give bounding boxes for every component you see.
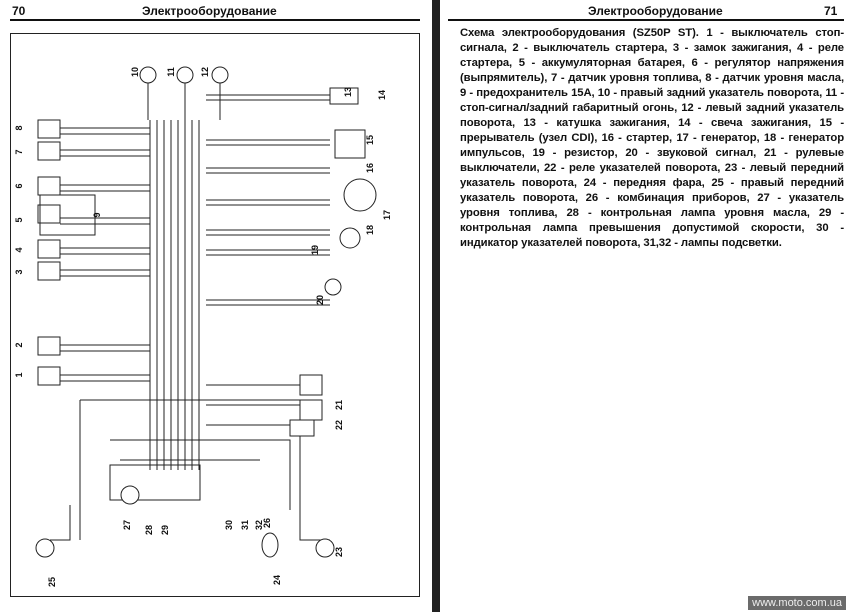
component-label: 5 — [14, 217, 24, 222]
component-label: 11 — [166, 67, 176, 77]
component-label: 12 — [200, 67, 210, 77]
page-number: 71 — [824, 4, 838, 18]
lamp-icon — [35, 538, 55, 558]
header-rule — [448, 19, 844, 21]
component-label: 13 — [343, 87, 353, 97]
component-label: 6 — [14, 183, 24, 188]
starter-motor-icon — [339, 227, 361, 249]
component-label: 24 — [272, 575, 282, 585]
component-label: 10 — [130, 67, 140, 77]
lamp-icon — [139, 66, 157, 84]
component-label: 9 — [92, 212, 102, 217]
component-label: 15 — [365, 135, 375, 145]
component-label: 31 — [240, 520, 250, 530]
component-box — [37, 176, 61, 196]
right-page: Электрооборудование 71 Схема электрообор… — [440, 0, 850, 612]
running-title: Электрооборудование — [588, 4, 723, 18]
lamp-icon — [211, 66, 229, 84]
lamp-icon — [315, 538, 335, 558]
component-label: 32 — [254, 520, 264, 530]
component-label: 22 — [334, 420, 344, 430]
component-label: 17 — [382, 210, 392, 220]
lamp-icon — [176, 66, 194, 84]
ignition-coil-box — [329, 87, 359, 105]
component-label: 28 — [144, 525, 154, 535]
watermark: www.moto.com.ua — [748, 596, 846, 610]
wire — [50, 505, 330, 541]
component-label: 7 — [14, 149, 24, 154]
battery-box — [39, 194, 96, 236]
component-label: 19 — [310, 245, 320, 255]
component-label: 8 — [14, 125, 24, 130]
component-box — [37, 366, 61, 386]
diagram-caption: Схема электрооборудования (SZ50P ST). 1 … — [460, 27, 844, 249]
page-number: 70 — [12, 4, 26, 18]
component-box — [37, 204, 61, 224]
component-label: 29 — [160, 525, 170, 535]
switch-box — [299, 399, 323, 421]
component-box — [37, 141, 61, 161]
component-label: 23 — [334, 547, 344, 557]
horn-icon — [324, 278, 342, 296]
component-label: 20 — [315, 295, 325, 305]
component-label: 16 — [365, 163, 375, 173]
component-box — [37, 336, 61, 356]
component-box — [37, 239, 61, 259]
diagram-frame — [10, 33, 420, 597]
component-label: 30 — [224, 520, 234, 530]
switch-box — [299, 374, 323, 396]
component-label: 18 — [365, 225, 375, 235]
header-rule — [10, 19, 420, 21]
component-box — [37, 261, 61, 281]
component-box — [37, 119, 61, 139]
component-label: 3 — [14, 269, 24, 274]
component-label: 21 — [334, 400, 344, 410]
cdi-box — [334, 129, 366, 159]
headlight-icon — [261, 532, 279, 558]
running-title: Электрооборудование — [142, 4, 277, 18]
page-gutter — [432, 0, 440, 612]
component-label: 4 — [14, 247, 24, 252]
generator-icon — [343, 178, 377, 212]
component-label: 1 — [14, 372, 24, 377]
fuel-gauge-icon — [120, 485, 140, 505]
component-label: 27 — [122, 520, 132, 530]
instrument-cluster-box — [109, 464, 201, 501]
component-label: 2 — [14, 342, 24, 347]
relay-box — [289, 419, 315, 437]
component-label: 25 — [47, 577, 57, 587]
component-label: 26 — [262, 518, 272, 528]
component-label: 14 — [377, 90, 387, 100]
